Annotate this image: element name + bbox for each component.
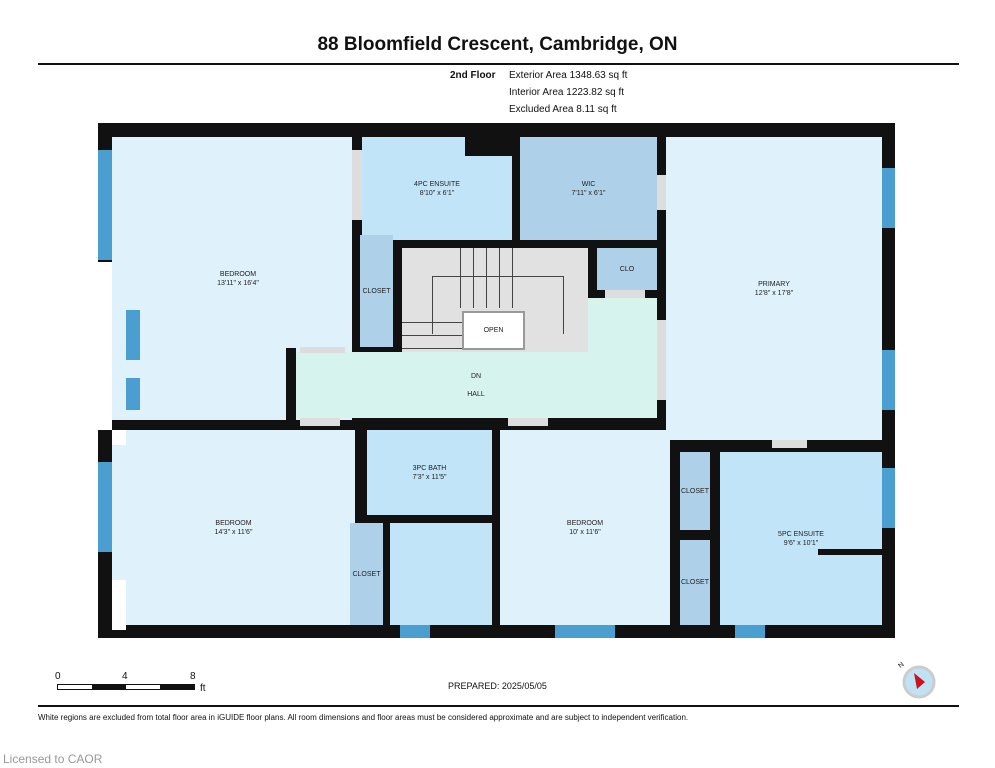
room-name: CLOSET: [352, 570, 381, 578]
room-name: OPEN: [483, 327, 504, 334]
room-name: 3PC BATH: [412, 464, 447, 472]
window: [400, 625, 430, 638]
wall-segment: [818, 549, 882, 555]
scale-label: 0: [55, 671, 61, 682]
scale-label: 8: [190, 671, 196, 682]
room-name: CLOSET: [362, 287, 391, 295]
stairs-down-label: DN: [470, 372, 482, 380]
divider: [38, 63, 959, 65]
room-clo: CLO: [597, 248, 657, 290]
scale-label: 4: [122, 671, 128, 682]
exterior-area: Exterior Area 1348.63 sq ft: [509, 70, 628, 81]
staircase: OPEN: [402, 248, 588, 352]
stair-treads: [460, 248, 524, 308]
room-hall: DN HALL: [295, 352, 657, 418]
room-closet-2: CLOSET: [350, 523, 383, 625]
room-name: BEDROOM: [566, 519, 604, 527]
open-area: OPEN: [462, 311, 525, 350]
door[interactable]: [772, 440, 807, 448]
door[interactable]: [508, 418, 548, 426]
room-name: CLO: [619, 265, 635, 273]
scale-unit: ft: [200, 683, 206, 694]
window: [98, 462, 112, 552]
window: [555, 625, 615, 638]
room-name: HALL: [467, 390, 485, 398]
window: [735, 625, 765, 638]
room-name: CLOSET: [680, 487, 709, 495]
room-closet-4: CLOSET: [680, 540, 710, 625]
room-closet-3: CLOSET: [680, 452, 710, 530]
hall-extension: [588, 298, 657, 354]
room-dims: 7'11" x 6'1": [571, 189, 606, 197]
wall-segment: [286, 348, 296, 422]
room-name: WIC: [581, 180, 596, 188]
room-dims: 14'3" x 11'6": [214, 528, 253, 536]
window: [98, 150, 112, 260]
scale-graphic: [57, 684, 195, 690]
compass-icon: N: [897, 661, 939, 699]
room-dims: 7'3" x 11'5": [412, 473, 447, 481]
disclaimer: White regions are excluded from total fl…: [38, 713, 689, 722]
window: [126, 310, 140, 360]
door[interactable]: [657, 320, 666, 400]
door[interactable]: [657, 175, 666, 210]
room-name: BEDROOM: [219, 270, 257, 278]
room-dims: 8'10" x 6'1": [419, 189, 455, 197]
room-dims: 13'11" x 16'4": [217, 279, 259, 287]
room-dims: 12'8" x 17'8": [754, 289, 794, 297]
door[interactable]: [605, 290, 645, 298]
wall-segment: [465, 137, 512, 156]
door[interactable]: [300, 347, 345, 353]
interior-area: Interior Area 1223.82 sq ft: [509, 87, 625, 98]
prepared-date: PREPARED: 2025/05/05: [448, 681, 547, 691]
room-bath-annex: [390, 523, 492, 625]
room-bedroom-2-ext: [112, 445, 126, 580]
divider: [38, 705, 959, 707]
room-dims: 9'6" x 10'1": [783, 539, 819, 547]
room-name: BEDROOM: [215, 519, 252, 527]
room-bedroom-1-ext: [140, 292, 160, 410]
page-title: 88 Bloomfield Crescent, Cambridge, ON: [317, 34, 678, 55]
window: [882, 168, 895, 228]
window: [126, 378, 140, 410]
room-name: PRIMARY: [758, 280, 790, 288]
license-text: Licensed to CAOR: [3, 752, 103, 766]
room-name: CLOSET: [680, 579, 709, 586]
door[interactable]: [352, 150, 362, 220]
stair-path: [432, 276, 564, 334]
room-dims: 10' x 11'6": [569, 528, 601, 536]
window: [882, 468, 895, 528]
door[interactable]: [300, 418, 340, 426]
window: [882, 350, 895, 410]
floor-name: 2nd Floor: [450, 70, 496, 81]
excluded-area: Excluded Area 8.11 sq ft: [509, 104, 617, 115]
room-name: 4PC ENSUITE: [414, 180, 460, 188]
room-name: 5PC ENSUITE: [778, 530, 824, 538]
room-closet-1: CLOSET: [360, 235, 393, 347]
